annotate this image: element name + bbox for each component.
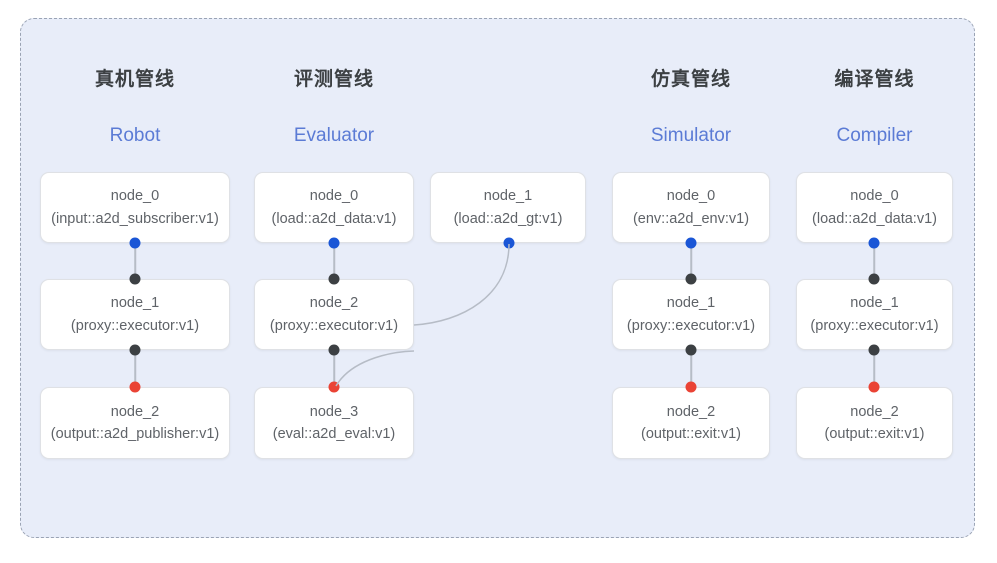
node-type: (proxy::executor:v1) <box>810 317 939 334</box>
node-box-simulator-0[interactable]: node_0 (env::a2d_env:v1) <box>612 172 770 243</box>
edge-evaluator-2-3 <box>333 350 335 387</box>
node-type: (input::a2d_subscriber:v1) <box>51 210 219 227</box>
node-type: (output::exit:v1) <box>824 426 925 442</box>
port-in-robot-2[interactable] <box>129 381 141 393</box>
node-type: (proxy::executor:v1) <box>70 317 200 334</box>
column-subtitle-simulator: Simulator <box>650 125 732 146</box>
node-name: node_3 <box>309 403 359 420</box>
node-type: (output::a2d_publisher:v1) <box>50 426 220 442</box>
port-in-compiler-1[interactable] <box>868 273 880 285</box>
node-name: node_0 <box>850 188 899 205</box>
edge-robot-0-1 <box>134 243 136 279</box>
port-out-compiler-0[interactable] <box>868 237 880 249</box>
node-type: (load::a2d_data:v1) <box>812 210 937 227</box>
port-out-simulator-0[interactable] <box>685 237 697 249</box>
port-out-robot-1[interactable] <box>129 344 141 356</box>
port-out-simulator-1[interactable] <box>685 344 697 356</box>
port-out-compiler-1[interactable] <box>868 344 880 356</box>
node-box-evaluator-gt[interactable]: node_1 (load::a2d_gt:v1) <box>430 172 586 243</box>
node-box-evaluator-3[interactable]: node_3 (eval::a2d_eval:v1) <box>254 387 414 459</box>
node-name: node_0 <box>309 188 359 205</box>
column-subtitle-evaluator: Evaluator <box>293 125 375 146</box>
node-box-evaluator-0[interactable]: node_0 (load::a2d_data:v1) <box>254 172 414 243</box>
node-type: (load::a2d_data:v1) <box>271 210 397 227</box>
column-title-compiler: 编译管线 <box>834 69 915 90</box>
port-out-robot-0[interactable] <box>129 237 141 249</box>
edge-evaluator-0-2 <box>333 243 335 279</box>
column-title-robot: 真机管线 <box>94 69 175 90</box>
port-out-evaluator-2[interactable] <box>328 344 340 356</box>
edge-robot-1-2 <box>134 350 136 387</box>
node-type: (load::a2d_gt:v1) <box>453 210 563 227</box>
port-out-evaluator-gt[interactable] <box>503 237 515 249</box>
port-in-simulator-1[interactable] <box>685 273 697 285</box>
column-subtitle-compiler: Compiler <box>836 125 913 146</box>
node-type: (env::a2d_env:v1) <box>632 210 750 227</box>
node-box-simulator-1[interactable]: node_1 (proxy::executor:v1) <box>612 279 770 350</box>
node-name: node_1 <box>850 295 899 312</box>
node-type: (proxy::executor:v1) <box>269 317 399 334</box>
node-box-evaluator-2[interactable]: node_2 (proxy::executor:v1) <box>254 279 414 350</box>
node-name: node_0 <box>666 188 716 205</box>
node-name: node_1 <box>666 295 716 312</box>
port-in-evaluator-2[interactable] <box>328 273 340 285</box>
node-box-compiler-1[interactable]: node_1 (proxy::executor:v1) <box>796 279 953 350</box>
node-name: node_1 <box>483 188 533 205</box>
node-type: (eval::a2d_eval:v1) <box>272 426 396 442</box>
node-box-robot-2[interactable]: node_2 (output::a2d_publisher:v1) <box>40 387 230 459</box>
edge-simulator-1-2 <box>690 350 692 387</box>
node-name: node_2 <box>666 403 716 420</box>
port-in-evaluator-3[interactable] <box>328 381 340 393</box>
node-name: node_2 <box>110 403 160 420</box>
edge-simulator-0-1 <box>690 243 692 279</box>
port-out-evaluator-0[interactable] <box>328 237 340 249</box>
edge-compiler-0-1 <box>873 243 875 279</box>
node-name: node_1 <box>110 295 160 312</box>
node-box-compiler-2[interactable]: node_2 (output::exit:v1) <box>796 387 953 459</box>
node-box-compiler-0[interactable]: node_0 (load::a2d_data:v1) <box>796 172 953 243</box>
column-title-evaluator: 评测管线 <box>293 69 374 90</box>
port-in-compiler-2[interactable] <box>868 381 880 393</box>
column-title-simulator: 仿真管线 <box>650 69 731 90</box>
node-type: (output::exit:v1) <box>641 426 741 442</box>
edge-compiler-1-2 <box>873 350 875 387</box>
node-name: node_2 <box>850 403 899 420</box>
node-type: (proxy::executor:v1) <box>626 317 756 334</box>
pipeline-container <box>20 18 975 538</box>
port-in-robot-1[interactable] <box>129 273 141 285</box>
node-box-simulator-2[interactable]: node_2 (output::exit:v1) <box>612 387 770 459</box>
node-box-robot-1[interactable]: node_1 (proxy::executor:v1) <box>40 279 230 350</box>
column-subtitle-robot: Robot <box>109 125 161 146</box>
node-box-robot-0[interactable]: node_0 (input::a2d_subscriber:v1) <box>40 172 230 243</box>
port-in-simulator-2[interactable] <box>685 381 697 393</box>
node-name: node_0 <box>110 188 160 205</box>
node-name: node_2 <box>309 295 359 312</box>
